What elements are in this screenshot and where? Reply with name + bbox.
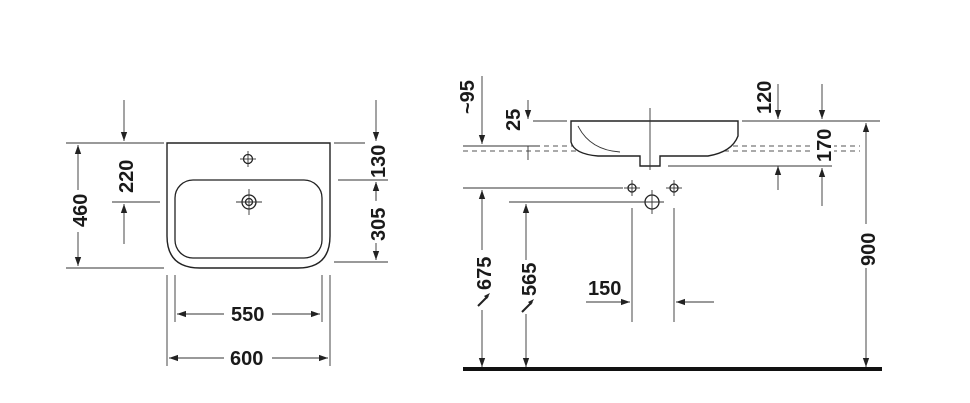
dim-label-130: 130	[368, 145, 390, 178]
dim-label-approx-95: ~95	[457, 80, 479, 114]
basin-profile	[570, 120, 739, 167]
side-view: ~95 25 120 170 675 565 150 900	[457, 76, 882, 371]
dim-label-305: 305	[368, 208, 390, 241]
drain-outlet-icon	[640, 190, 664, 214]
valve-right-icon	[666, 180, 682, 196]
dim-label-25: 25	[503, 109, 525, 131]
approx-arrow-icon	[477, 293, 490, 307]
dim-label-170: 170	[814, 129, 836, 162]
dim-label-150: 150	[588, 278, 621, 300]
valve-left-icon	[624, 180, 640, 196]
dim-label-220: 220	[116, 160, 138, 193]
approx-arrow-icon	[521, 299, 534, 313]
dim-label-565: 565	[519, 263, 541, 296]
dim-label-120: 120	[754, 81, 776, 114]
dim-label-550: 550	[231, 304, 264, 326]
dim-label-675: 675	[474, 257, 496, 290]
dim-label-460: 460	[70, 194, 92, 227]
tap-hole-icon	[240, 151, 256, 167]
front-view: 460 220 130 305 550 600	[66, 100, 390, 370]
drain-icon	[236, 189, 262, 215]
dim-label-600: 600	[230, 348, 263, 370]
dim-label-900: 900	[858, 233, 880, 266]
basin-bowl	[174, 179, 323, 259]
